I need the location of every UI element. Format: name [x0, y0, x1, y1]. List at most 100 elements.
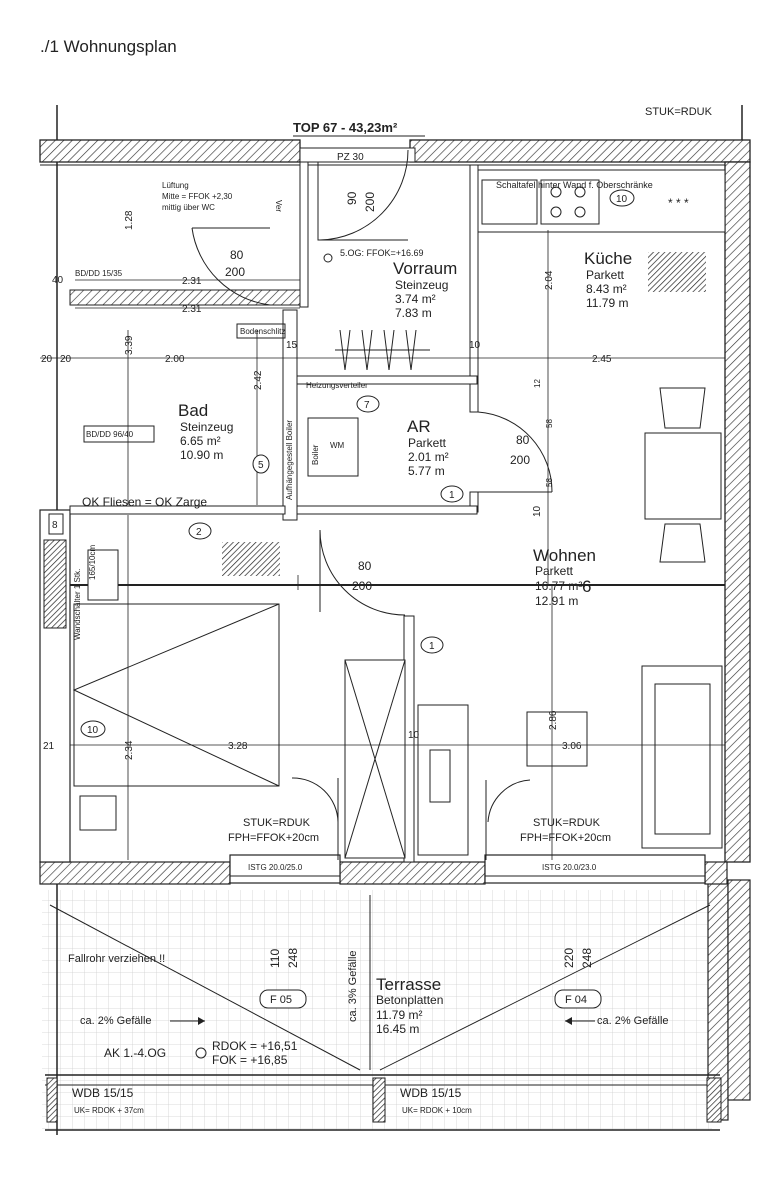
falltohr-label: Fallrohr verziehen !!	[68, 953, 165, 965]
wardrobe-cross-2	[344, 659, 406, 859]
terrasse-floor: Betonplatten	[376, 993, 443, 1007]
rdok-label: RDOK = +16,51	[212, 1039, 298, 1053]
uk-right: UK= RDOK + 10cm	[402, 1106, 472, 1115]
terrace-door-right-arc	[487, 779, 531, 823]
window-right	[484, 854, 706, 884]
vorraum-perimeter: 7.83 m	[395, 306, 432, 320]
wohnen-six: 6	[582, 577, 591, 596]
kueche-perimeter: 11.79 m	[586, 296, 628, 310]
terrasse-perimeter: 16.45 m	[376, 1022, 419, 1036]
stuk-left: STUK=RDUK	[243, 817, 311, 829]
dim-200c: 200	[352, 579, 372, 593]
marker-5: 5	[258, 460, 264, 471]
dim-10a: 10	[469, 340, 481, 351]
ar-perimeter: 5.77 m	[408, 464, 445, 478]
chair-bottom	[659, 523, 706, 563]
rdok-marker-icon	[195, 1047, 207, 1059]
f05-badge	[259, 989, 307, 1009]
wohnen-floor: Parkett	[535, 564, 574, 578]
dim-80c: 80	[358, 559, 372, 573]
kitchen-stove	[540, 179, 600, 225]
dim-220: 220	[562, 948, 576, 968]
dim-306: 3.06	[562, 741, 582, 752]
dim-58b: 58	[545, 478, 554, 487]
dim-21: 21	[43, 741, 55, 752]
dim-80a: 80	[230, 248, 244, 262]
level-marker-icon	[323, 253, 333, 263]
ar-name: AR	[407, 417, 431, 436]
door-pz-label: PZ 30	[337, 152, 364, 163]
fph-left: FPH=FFOK+20cm	[228, 832, 319, 844]
coffee-table	[526, 711, 588, 767]
bad-floor: Steinzeug	[180, 420, 233, 434]
wall-ar-right	[469, 383, 479, 413]
dim-128: 1.28	[124, 210, 135, 230]
dimension-labels: 80 200 80 200 80 200 90 200 2.31 2.31 2.…	[41, 191, 612, 968]
dim-40: 40	[52, 275, 64, 286]
bad-name: Bad	[178, 401, 208, 420]
marker-2: 2	[196, 527, 202, 538]
bed	[73, 603, 280, 787]
vorraum-area: 3.74 m²	[395, 292, 436, 306]
room-markers: 10 7 5 1 2 1 10 8	[48, 189, 635, 738]
wall-ar-bottom	[296, 505, 478, 515]
dim-286: 2.86	[548, 710, 559, 730]
dim-248b: 248	[580, 948, 594, 968]
tv	[429, 749, 451, 803]
wc-marker	[87, 549, 119, 601]
heizung-label: Heizungsverteiler	[306, 381, 368, 390]
dim-328: 3.28	[228, 741, 248, 752]
dim-lines	[40, 230, 725, 860]
uk-left: UK= RDOK + 37cm	[74, 1106, 144, 1115]
dining-table	[644, 432, 722, 520]
top-label: TOP 67 - 43,23m²	[293, 120, 398, 135]
bath-vent-pattern	[222, 542, 280, 576]
window-left	[229, 854, 341, 884]
burner-4	[574, 206, 586, 218]
dim-200v: 200	[363, 192, 377, 212]
burner-3	[550, 206, 562, 218]
ar-area: 2.01 m²	[408, 450, 449, 464]
marker-1a: 1	[449, 490, 455, 501]
terrace-door-left-arc	[291, 777, 339, 823]
ar-door-arc	[477, 411, 553, 493]
terrasse-area: 11.79 m²	[376, 1008, 422, 1022]
arrow-left-head-icon	[565, 1017, 572, 1025]
sofa-inner	[654, 683, 711, 835]
istg-right: ISTG 20.0/23.0	[542, 863, 597, 872]
wall-ar-top	[296, 375, 478, 385]
dim-245: 2.45	[592, 354, 612, 365]
wall-left-hatch	[43, 539, 67, 629]
bodenschlitz-box	[236, 323, 286, 339]
lueftung-3: mittig über WC	[162, 203, 215, 212]
kueche-name: Küche	[584, 249, 632, 268]
dim-20a: 20	[41, 354, 53, 365]
kitchen-stars: * * *	[668, 196, 689, 210]
f04-badge	[554, 989, 602, 1009]
boiler-label: Boiler	[311, 444, 320, 465]
bd-box	[83, 425, 155, 443]
marker-1b: 1	[429, 641, 435, 652]
f05-label: F 05	[270, 994, 292, 1006]
lueftung-1: Lüftung	[162, 181, 189, 190]
dim-20b: 20	[60, 354, 72, 365]
vorraum-name: Vorraum	[393, 259, 457, 278]
wall-bad-top	[69, 289, 301, 306]
dim-12: 12	[533, 379, 542, 388]
dim-90: 90	[345, 191, 359, 205]
document-title: ./1 Wohnungsplan	[40, 37, 177, 56]
wall-right	[724, 161, 751, 863]
railing-post-left	[46, 1077, 58, 1123]
dim-200h: 2.00	[165, 354, 185, 365]
bad-bd1: BD/DD 15/35	[75, 269, 123, 278]
dim-200b: 200	[510, 453, 530, 467]
wall-bad-right	[282, 309, 298, 521]
fok-label: FOK = +16,85	[212, 1053, 288, 1067]
burner-2	[574, 186, 586, 198]
marker-10b: 10	[87, 725, 99, 736]
dim-110: 110	[268, 949, 282, 968]
dim-231b: 2.31	[182, 304, 202, 315]
wohnen-area: 16.77 m²	[535, 579, 582, 593]
railing-post-mid	[372, 1077, 386, 1123]
